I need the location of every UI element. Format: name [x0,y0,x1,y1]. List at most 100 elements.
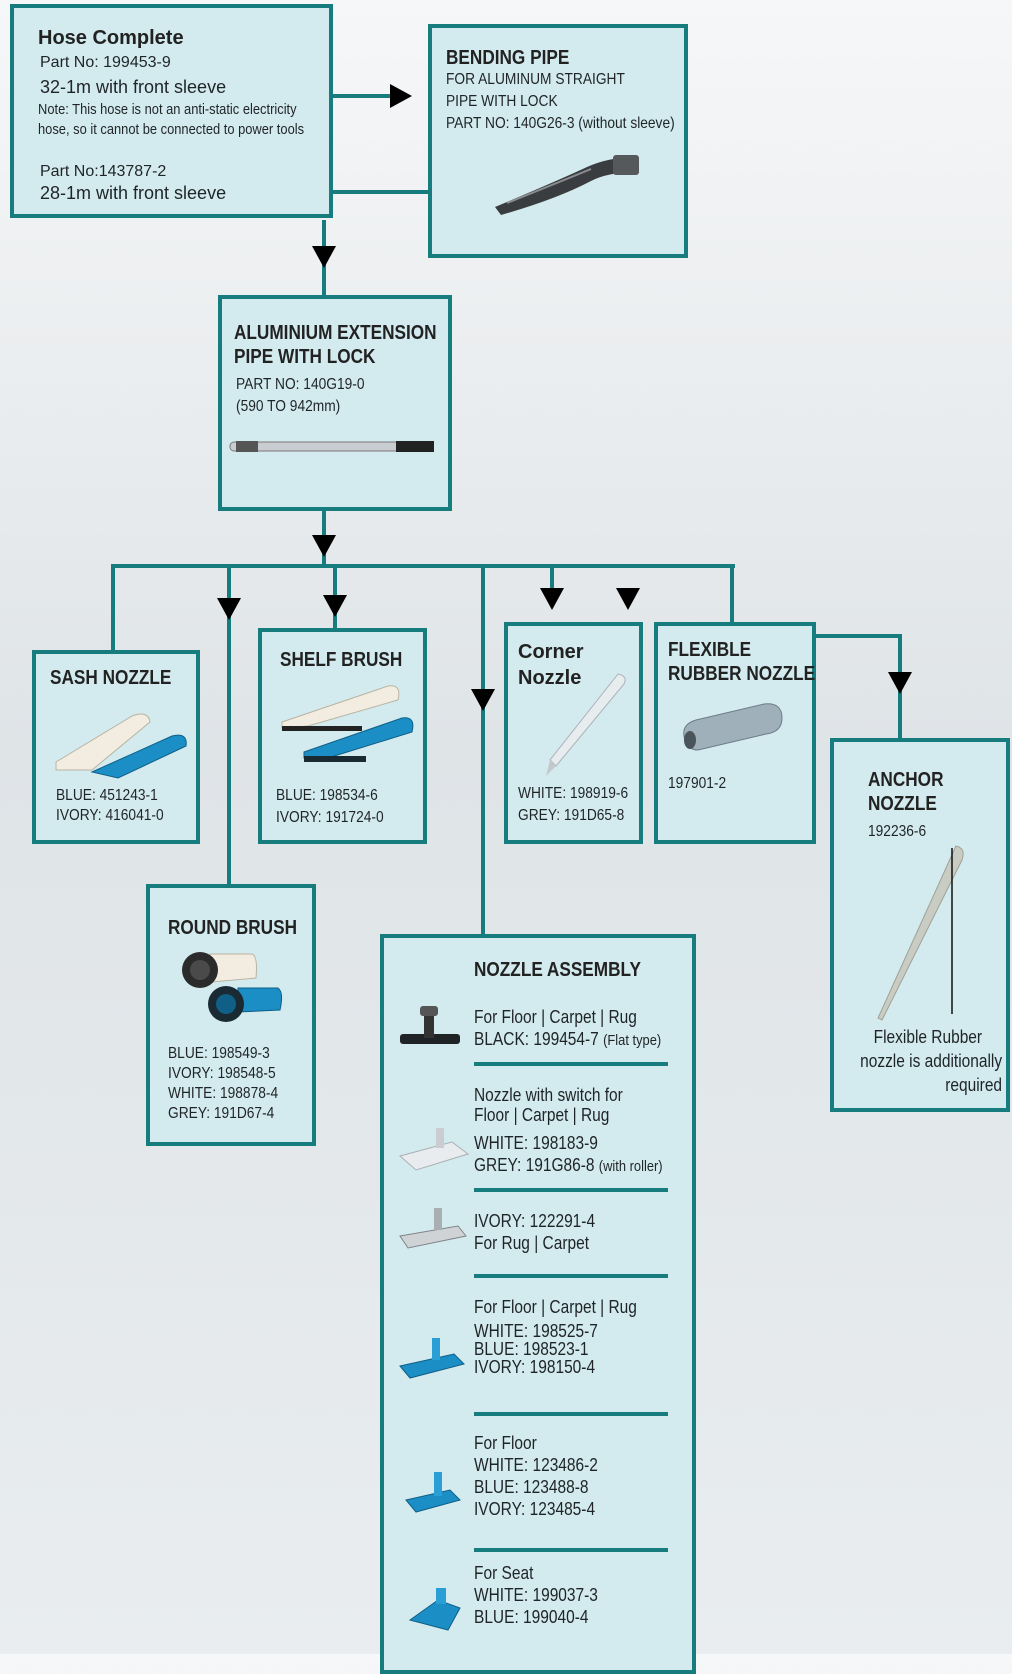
connector-hose-bending-top [332,94,400,98]
assembly-item-1-note: (Flat type) [603,1032,662,1049]
arrow-corner [540,588,564,610]
bending-pipe-image [495,155,639,215]
round-brush-box: ROUND BRUSH BLUE: 198549-3 IVORY: 198548… [146,884,316,1146]
anchor-nozzle-image [877,845,964,1021]
shelf-blue: BLUE: 198534-6 [276,787,378,804]
assembly-item-3-line-1: IVORY: 122291-4 [474,1211,596,1231]
round-title: ROUND BRUSH [168,917,297,939]
sash-blue: BLUE: 451243-1 [56,787,158,804]
anchor-title-2: NOZZLE [868,793,937,815]
arrow-assembly [471,689,495,711]
bending-line-2: PIPE WITH LOCK [446,93,558,110]
shelf-ivory: IVORY: 191724-0 [276,809,384,826]
assembly-item-2-line-3: WHITE: 198183-9 [474,1133,598,1153]
hose-title: Hose Complete [38,27,184,49]
assembly-item-6-line-1: For Seat [474,1563,534,1583]
round-ivory: IVORY: 198548-5 [168,1065,276,1082]
flex-part: 197901-2 [668,775,727,792]
round-grey: GREY: 191D67-4 [168,1105,275,1122]
assembly-item-5-line-1: For Floor [474,1433,537,1453]
extension-pipe-image [229,441,434,452]
hose-note-2: hose, so it cannot be connected to power… [38,121,305,138]
assembly-divider-1 [474,1062,668,1066]
anchor-note-3: required [945,1075,1002,1095]
anchor-part: 192236-6 [868,823,927,840]
bending-pipe-box: BENDING PIPE FOR ALUMINUM STRAIGHT PIPE … [428,24,688,258]
assembly-item-4-line-2: WHITE: 198525-7 [474,1321,598,1341]
extension-pipe-box: ALUMINIUM EXTENSION PIPE WITH LOCK PART … [218,295,452,511]
shelf-brush-box: SHELF BRUSH BLUE: 198534-6 IVORY: 191724… [258,628,427,844]
hose-note-1: Note: This hose is not an anti-static el… [38,101,297,118]
arrow-corner-2 [616,588,640,610]
shelf-brush-image [281,685,414,762]
anchor-note-2: nozzle is additionally [860,1051,1002,1071]
connector-to-assembly [481,564,485,936]
hose-part-2: Part No:143787-2 [40,163,167,180]
floor-nozzle-image [405,1472,461,1513]
assembly-item-4-line-1: For Floor | Carpet | Rug [474,1297,637,1317]
arrow-to-extension [312,246,336,268]
floor-carpet-rug-nozzle-image [399,1338,465,1379]
floor-nozzle-black-image [400,1006,460,1044]
assembly-item-6-line-3: BLUE: 199040-4 [474,1607,589,1627]
assembly-item-5-line-4: IVORY: 123485-4 [474,1499,596,1519]
bending-part: PART NO: 140G26-3 (without sleeve) [446,115,675,132]
extension-part: PART NO: 140G19-0 [236,376,365,393]
flexible-nozzle-image [683,703,783,751]
assembly-item-3-line-2: For Rug | Carpet [474,1233,590,1253]
assembly-item-5-line-2: WHITE: 123486-2 [474,1455,598,1475]
assembly-item-1-code: BLACK: 199454-7 [474,1029,599,1049]
extension-range: (590 TO 942mm) [236,398,341,415]
extension-title-2: PIPE WITH LOCK [234,346,376,368]
hose-complete-box: Hose Complete Part No: 199453-9 32-1m wi… [10,4,333,218]
round-blue: BLUE: 198549-3 [168,1045,270,1062]
assembly-divider-3 [474,1274,668,1278]
corner-nozzle-image [546,673,626,776]
assembly-item-2-note: (with roller) [598,1158,663,1175]
connector-to-round [227,564,231,886]
assembly-divider-2 [474,1188,668,1192]
rug-carpet-nozzle-image [399,1208,467,1249]
assembly-divider-4 [474,1412,668,1416]
assembly-item-4-line-3: BLUE: 198523-1 [474,1339,589,1359]
arrow-to-bending [390,84,412,108]
assembly-title: NOZZLE ASSEMBLY [474,959,641,981]
assembly-item-6-line-2: WHITE: 199037-3 [474,1585,598,1605]
connector-to-sash [111,564,115,654]
sash-nozzle-box: SASH NOZZLE BLUE: 451243-1 IVORY: 416041… [32,650,200,844]
corner-title-2: Nozzle [518,667,582,689]
assembly-item-1-line-1: For Floor | Carpet | Rug [474,1007,637,1027]
assembly-item-2-code: GREY: 191G86-8 [474,1155,595,1175]
assembly-item-5-line-3: BLUE: 123488-8 [474,1477,589,1497]
arrow-anchor [888,672,912,694]
corner-grey: GREY: 191D65-8 [518,807,625,824]
connector-to-flex [730,564,734,624]
arrow-round [217,598,241,620]
assembly-item-2-line-2: Floor | Carpet | Rug [474,1105,610,1125]
round-white: WHITE: 198878-4 [168,1085,279,1102]
bending-line-1: FOR ALUMINUM STRAIGHT [446,71,625,88]
assembly-item-1-line-2: BLACK: 199454-7 (Flat type) [474,1028,661,1052]
connector-hose-bending-bottom [332,190,432,194]
connector-flex-anchor-h [812,634,902,638]
round-brush-image [182,952,283,1022]
nozzle-assembly-box: NOZZLE ASSEMBLY For Floor | Carpet | Rug… [380,934,696,1674]
flex-title-2: RUBBER NOZZLE [668,663,816,685]
sash-title: SASH NOZZLE [50,667,172,689]
hose-length-2: 28-1m with front sleeve [40,183,227,203]
assembly-item-2-line-1: Nozzle with switch for [474,1085,623,1105]
sash-nozzle-image [55,713,187,779]
connector-to-corner [550,564,554,596]
corner-white: WHITE: 198919-6 [518,785,629,802]
floor-nozzle-switch-image [398,1128,470,1171]
arrow-branch-down [312,535,336,557]
bending-title: BENDING PIPE [446,47,570,69]
assembly-item-2-line-4: GREY: 191G86-8 (with roller) [474,1154,663,1178]
arrow-shelf [323,595,347,617]
extension-title-1: ALUMINIUM EXTENSION [234,322,437,344]
sash-ivory: IVORY: 416041-0 [56,807,164,824]
flex-title-1: FLEXIBLE [668,639,752,661]
corner-title-1: Corner [518,641,584,663]
corner-nozzle-box: Corner Nozzle WHITE: 198919-6 GREY: 191D… [504,622,643,844]
anchor-nozzle-box: ANCHOR NOZZLE 192236-6 Flexible Rubber n… [830,738,1010,1112]
